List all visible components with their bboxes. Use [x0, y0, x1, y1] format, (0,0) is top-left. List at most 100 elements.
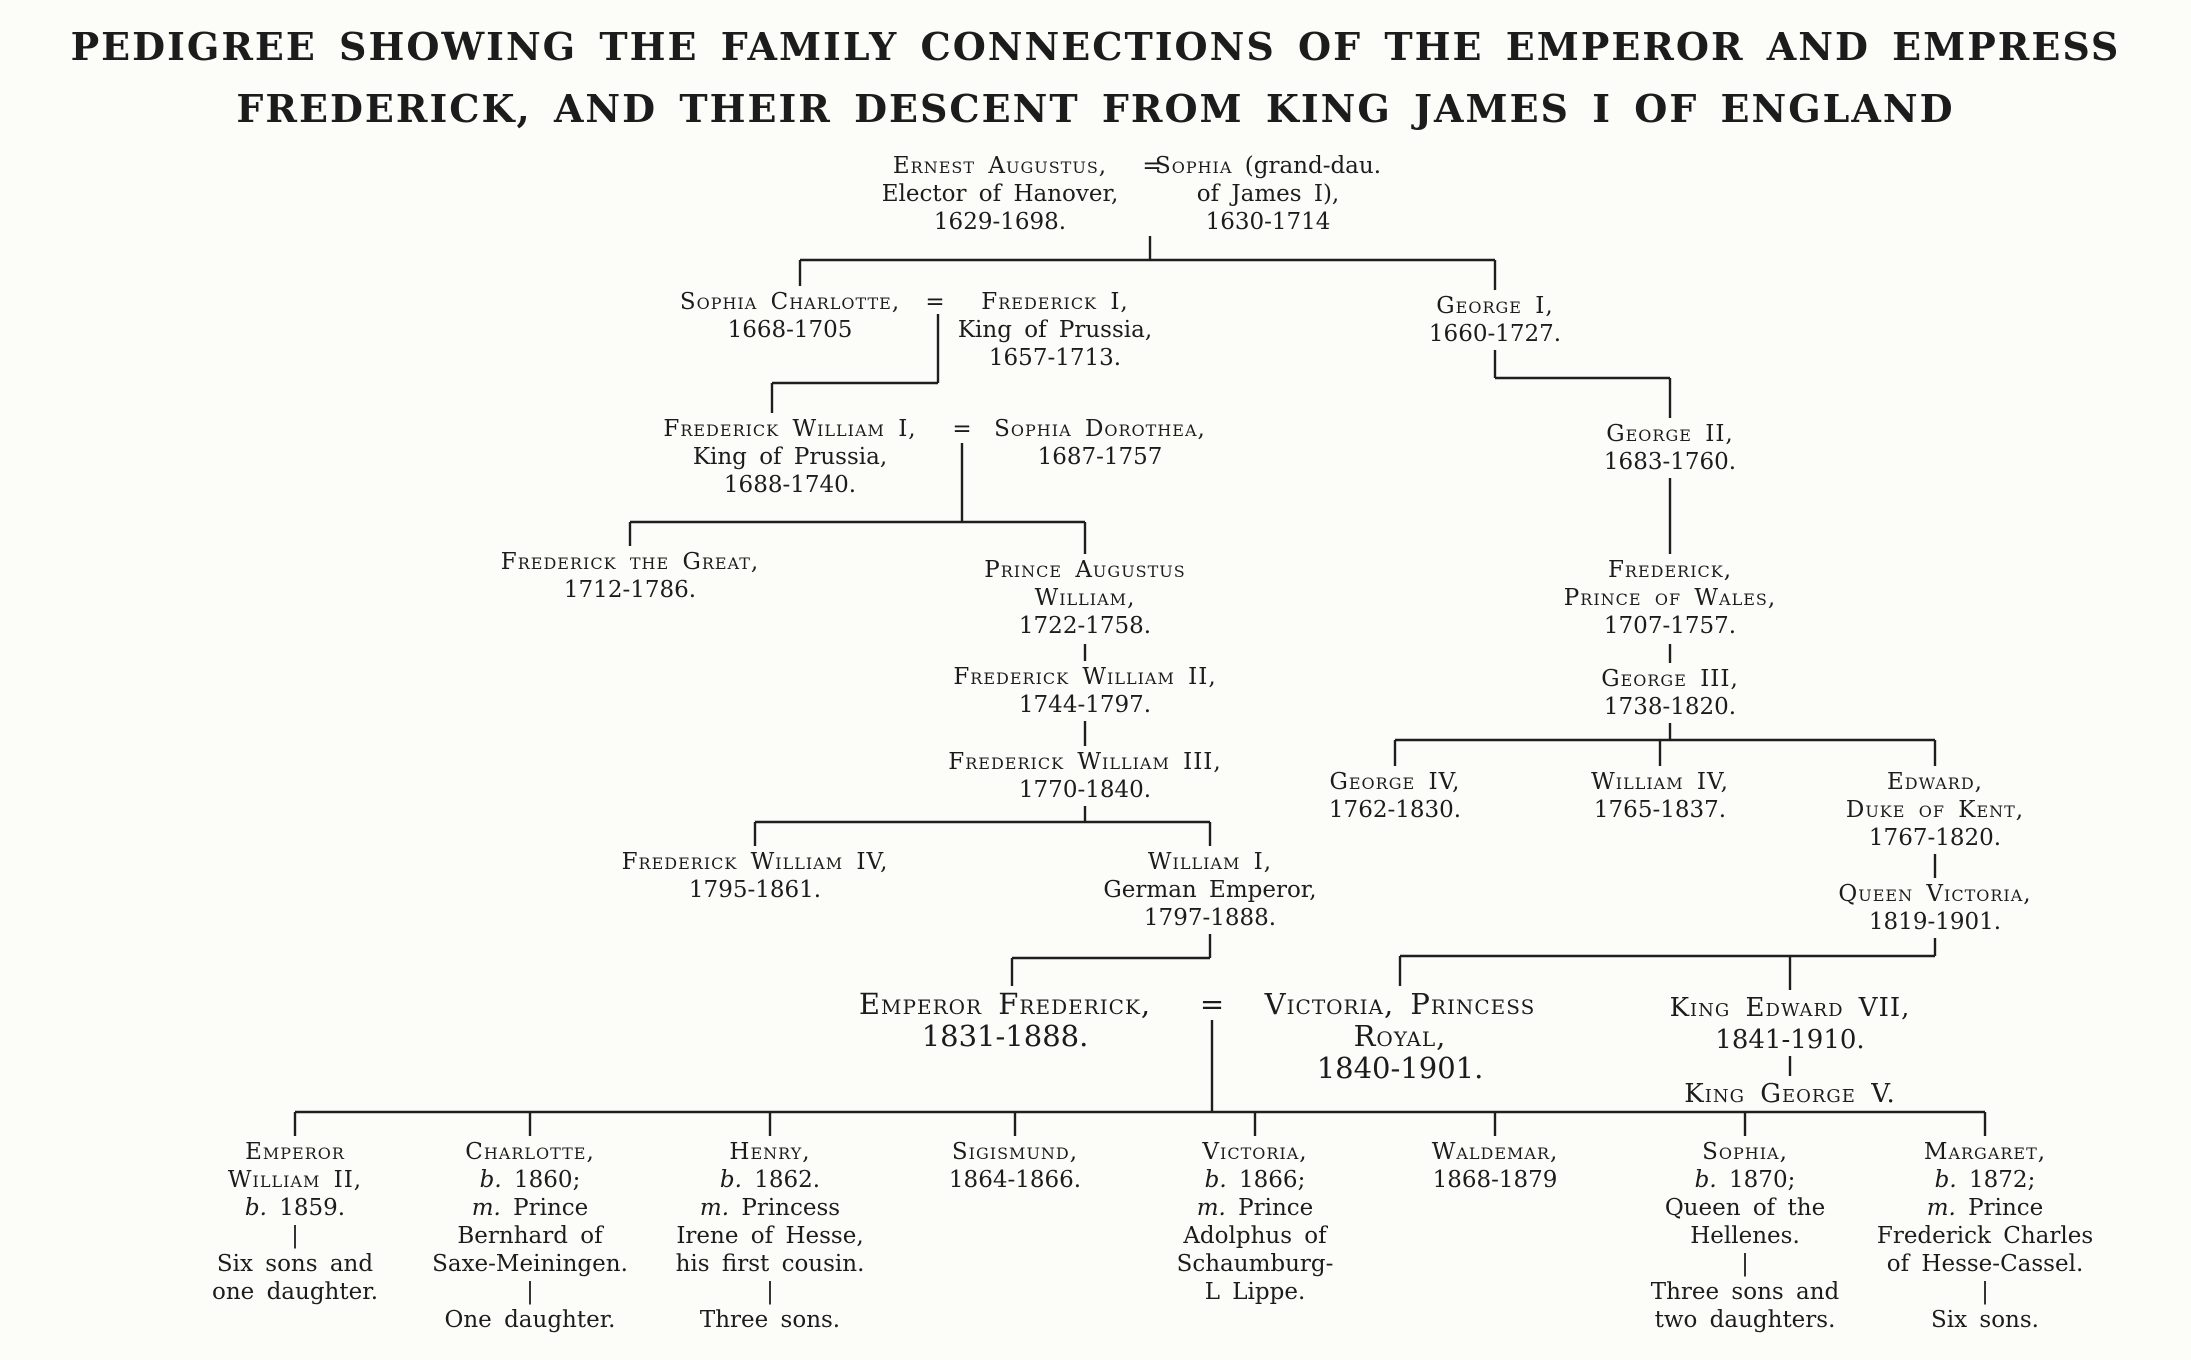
- text-line: m. Prince: [471, 1195, 589, 1221]
- text-line: 1712-1786.: [563, 577, 697, 603]
- text-line: Six sons.: [1931, 1307, 2039, 1333]
- text-line: 1683-1760.: [1603, 449, 1737, 475]
- text-line: Sophia Charlotte,: [679, 289, 901, 315]
- text-line: Victoria,: [1202, 1139, 1308, 1165]
- text-line: Royal,: [1353, 1019, 1447, 1053]
- text-line: Prince Augustus: [984, 557, 1186, 583]
- text-line: Sophia Dorothea,: [994, 416, 1206, 442]
- emperor-frederick: Emperor Frederick,1831-1888.: [859, 988, 1151, 1052]
- sigismund: Sigismund,1864-1866.: [949, 1138, 1081, 1194]
- gen1-marriage-equals: =: [1142, 152, 1161, 180]
- text-line: Henry,: [729, 1139, 811, 1165]
- gen2-marriage-equals: =: [925, 288, 944, 316]
- text-line: King Edward VII,: [1669, 993, 1911, 1023]
- ernest-augustus: Ernest Augustus,Elector of Hanover,1629-…: [882, 152, 1119, 236]
- text-line: b. 1860;: [479, 1167, 581, 1193]
- text-line: one daughter.: [212, 1279, 378, 1305]
- text-line: 1738-1820.: [1603, 694, 1737, 720]
- text-line: Saxe-Meiningen.: [432, 1251, 628, 1277]
- text-line: b. 1872;: [1934, 1167, 2036, 1193]
- text-line: |: [526, 1279, 534, 1305]
- text-line: m. Prince: [1196, 1195, 1314, 1221]
- text-line: of James I),: [1196, 181, 1340, 207]
- text-line: m. Prince: [1926, 1195, 2044, 1221]
- text-line: =: [1199, 987, 1225, 1021]
- waldemar: Waldemar,1868-1879: [1432, 1138, 1559, 1194]
- text-line: Adolphus of: [1183, 1223, 1327, 1249]
- king-george-v: King George V.: [1684, 1078, 1895, 1110]
- text-line: Schaumburg-: [1176, 1251, 1334, 1277]
- text-line: 1629-1698.: [933, 209, 1067, 235]
- sophia-charlotte: Sophia Charlotte,1668-1705: [680, 288, 900, 344]
- text-line: Waldemar,: [1431, 1139, 1559, 1165]
- text-line: Sophia,: [1702, 1139, 1788, 1165]
- frederick-i: Frederick I,King of Prussia,1657-1713.: [958, 288, 1152, 372]
- text-line: 1765-1837.: [1593, 797, 1727, 823]
- text-line: |: [291, 1223, 299, 1249]
- chart-title-line1: PEDIGREE SHOWING THE FAMILY CONNECTIONS …: [70, 24, 2121, 69]
- text-line: One daughter.: [444, 1307, 616, 1333]
- text-line: |: [1981, 1279, 1989, 1305]
- text-line: German Emperor,: [1103, 877, 1317, 903]
- text-line: 1770-1840.: [1018, 777, 1152, 803]
- text-line: 1841-1910.: [1715, 1025, 1865, 1055]
- text-line: Elector of Hanover,: [881, 181, 1119, 207]
- text-line: of Hesse-Cassel.: [1886, 1251, 2084, 1277]
- gen3-marriage-equals: =: [952, 415, 971, 443]
- frederick-prince-of-wales: Frederick,Prince of Wales,1707-1757.: [1564, 556, 1776, 640]
- text-line: =: [925, 289, 945, 315]
- george-i: George I,1660-1727.: [1429, 292, 1561, 348]
- text-line: Sophia (grand-dau.: [1154, 153, 1382, 179]
- text-line: King of Prussia,: [692, 444, 888, 470]
- text-line: Frederick William I,: [663, 416, 917, 442]
- text-line: Prince of Wales,: [1563, 585, 1777, 611]
- george-iii: George III,1738-1820.: [1601, 665, 1739, 721]
- text-line: 1767-1820.: [1868, 825, 2002, 851]
- text-line: 1795-1861.: [688, 877, 822, 903]
- text-line: 1657-1713.: [988, 345, 1122, 371]
- text-line: b. 1866;: [1204, 1167, 1306, 1193]
- text-line: Ernest Augustus,: [892, 153, 1108, 179]
- text-line: Frederick William IV,: [621, 849, 889, 875]
- text-line: b. 1862.: [719, 1167, 821, 1193]
- frederick-william-iv: Frederick William IV,1795-1861.: [622, 848, 889, 904]
- text-line: Three sons.: [699, 1307, 841, 1333]
- text-line: Irene of Hesse,: [676, 1223, 864, 1249]
- text-line: William II,: [227, 1167, 363, 1193]
- text-line: 1797-1888.: [1143, 905, 1277, 931]
- text-line: 1831-1888.: [921, 1019, 1089, 1053]
- sophia-electress: Sophia (grand-dau.of James I),1630-1714: [1155, 152, 1381, 236]
- frederick-the-great: Frederick the Great,1712-1786.: [501, 548, 759, 604]
- text-line: |: [1741, 1251, 1749, 1277]
- text-line: Six sons and: [216, 1251, 374, 1277]
- william-i: William I,German Emperor,1797-1888.: [1103, 848, 1316, 932]
- text-line: 1687-1757: [1037, 444, 1163, 470]
- frederick-william-i: Frederick William I,King of Prussia,1688…: [663, 415, 916, 499]
- text-line: 1722-1758.: [1018, 613, 1152, 639]
- text-line: Sigismund,: [951, 1139, 1079, 1165]
- text-line: King of Prussia,: [957, 317, 1153, 343]
- text-line: Queen Victoria,: [1838, 881, 2032, 907]
- text-line: George I,: [1436, 293, 1554, 319]
- text-line: b. 1859.: [244, 1195, 346, 1221]
- text-line: 1707-1757.: [1603, 613, 1737, 639]
- william-iv: William IV,1765-1837.: [1591, 768, 1729, 824]
- george-ii: George II,1683-1760.: [1604, 420, 1736, 476]
- text-line: Victoria, Princess: [1264, 987, 1536, 1021]
- text-line: Frederick William II,: [953, 664, 1217, 690]
- text-line: Hellenes.: [1690, 1223, 1800, 1249]
- text-line: Bernhard of: [457, 1223, 603, 1249]
- text-line: Frederick William III,: [948, 749, 1222, 775]
- text-line: 1660-1727.: [1428, 321, 1562, 347]
- text-line: 1762-1830.: [1328, 797, 1462, 823]
- text-line: Frederick the Great,: [500, 549, 760, 575]
- frederick-william-ii: Frederick William II,1744-1797.: [953, 663, 1216, 719]
- text-line: William,: [1034, 585, 1136, 611]
